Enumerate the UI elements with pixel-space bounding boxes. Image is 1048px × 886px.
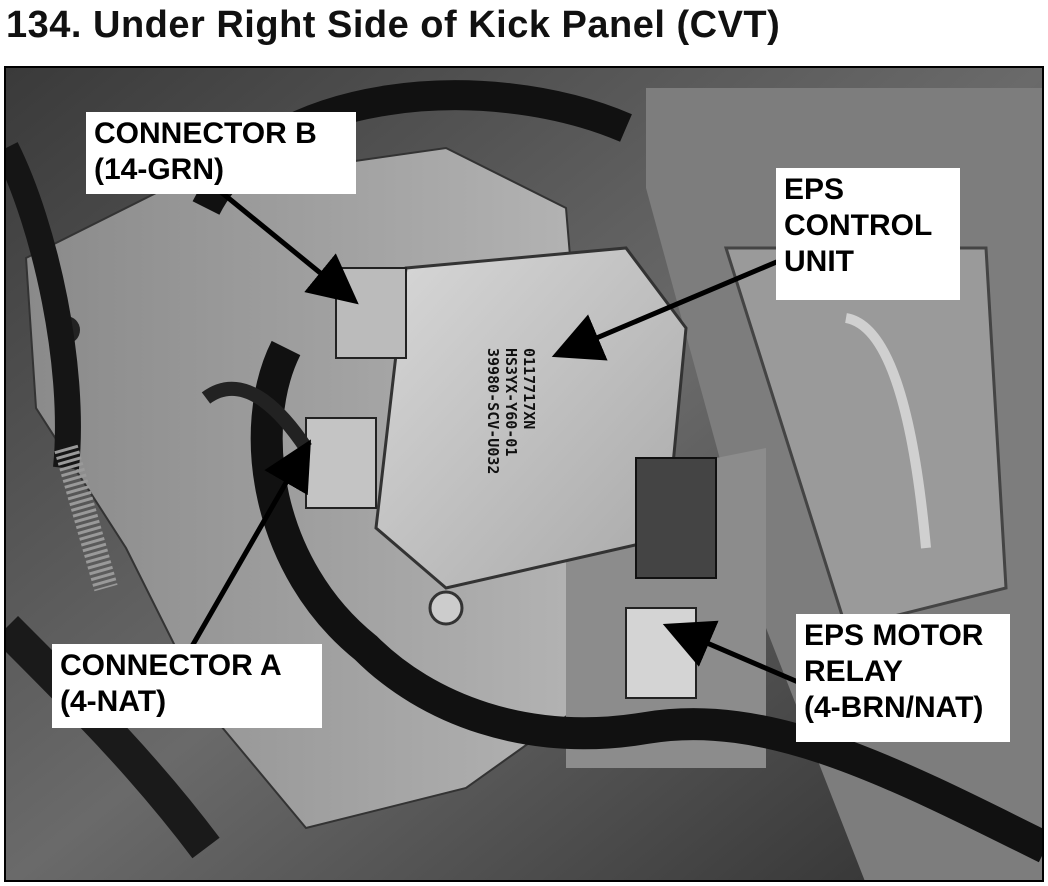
callout-connector-a-line-2: (4-NAT)	[60, 685, 167, 718]
photo-illustration: 39980-SCV-U032 HS3YX-Y60-01 0117717XN	[6, 68, 1042, 880]
callout-connector-b-line-1: CONNECTOR B	[94, 117, 317, 150]
page-title: 134. Under Right Side of Kick Panel (CVT…	[6, 4, 781, 46]
callout-eps-motor-relay-line-3: (4-BRN/NAT)	[804, 691, 984, 724]
callout-eps-motor-relay-line-2: RELAY	[804, 655, 903, 688]
unit-label-line-2: HS3YX-Y60-01	[502, 348, 520, 456]
callout-connector-a: CONNECTOR A (4-NAT)	[52, 644, 322, 728]
callout-eps-control-unit-line-1: EPS	[784, 173, 845, 206]
callout-eps-control-unit: EPS CONTROL UNIT	[776, 168, 960, 300]
callout-connector-b: CONNECTOR B (14-GRN)	[86, 112, 356, 194]
callout-eps-control-unit-line-3: UNIT	[784, 245, 854, 278]
unit-label-line-1: 39980-SCV-U032	[484, 348, 502, 474]
callout-eps-control-unit-line-2: CONTROL	[784, 209, 933, 242]
callout-connector-a-line-1: CONNECTOR A	[60, 649, 282, 682]
callout-connector-b-line-2: (14-GRN)	[94, 153, 225, 186]
callout-eps-motor-relay: EPS MOTOR RELAY (4-BRN/NAT)	[796, 614, 1010, 742]
callout-eps-motor-relay-line-1: EPS MOTOR	[804, 619, 984, 652]
unit-label-line-3: 0117717XN	[520, 348, 538, 429]
